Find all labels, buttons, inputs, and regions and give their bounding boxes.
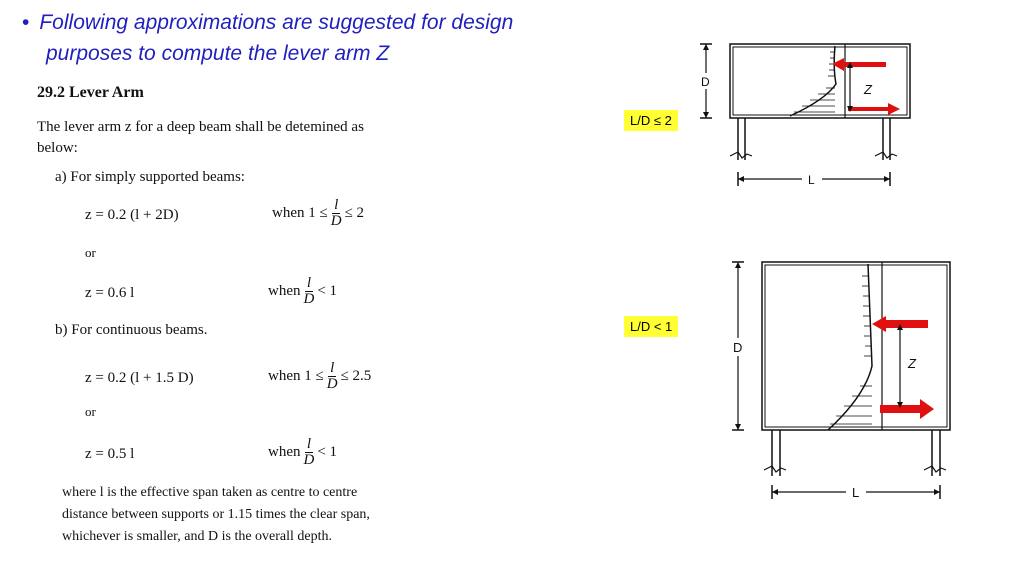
compression-arrow: [832, 58, 886, 71]
fraction-numerator: l: [332, 197, 341, 214]
support-break: [763, 465, 787, 473]
case-b-heading: b) For continuous beams.: [55, 322, 208, 338]
limit-text: ≤ 2.5: [340, 368, 372, 384]
fraction-denominator: D: [330, 213, 342, 229]
support-break: [923, 465, 947, 473]
bullet-marker: •: [22, 11, 30, 34]
or-text: or: [85, 245, 96, 260]
intro-line2: below:: [37, 140, 78, 156]
deep-beam-diagram-top: D L Z: [696, 43, 911, 187]
limit-text: < 1: [317, 283, 338, 299]
bullet-point: • Following approximations are suggested …: [22, 11, 513, 35]
footnote-line1: where l is the effective span taken as c…: [62, 485, 358, 500]
ratio-label-bottom: L/D < 1: [624, 316, 679, 337]
lever-arm-label: Z: [907, 356, 917, 371]
deep-beam-diagram-bottom: D L Z: [728, 261, 951, 500]
support-break: [874, 151, 898, 159]
when-text: when 1 ≤: [268, 368, 324, 384]
depth-label: D: [733, 340, 742, 355]
case-b-equation-2: z = 0.5 l: [85, 446, 135, 462]
when-text: when: [268, 444, 301, 460]
fraction-numerator: l: [304, 275, 313, 292]
stress-distribution: [827, 263, 873, 431]
beam-outline-inner: [764, 264, 948, 428]
limit-text: ≤ 2: [344, 205, 365, 221]
fraction-denominator: D: [303, 291, 315, 307]
when-text: when 1 ≤: [272, 205, 328, 221]
tension-arrow: [880, 399, 934, 419]
limit-text: < 1: [317, 444, 338, 460]
when-text: when: [268, 283, 301, 299]
case-a-equation-2: z = 0.6 l: [85, 285, 135, 301]
intro-line1: The lever arm z for a deep beam shall be…: [37, 119, 364, 135]
fraction-denominator: D: [326, 376, 338, 392]
or-text: or: [85, 404, 96, 419]
lever-arm-label: Z: [863, 82, 873, 97]
stress-distribution: [789, 45, 837, 117]
case-b-equation-1: z = 0.2 (l + 1.5 D): [85, 370, 194, 386]
bullet-text-line1: Following approximations are suggested f…: [39, 11, 514, 34]
footnote-line3: whichever is smaller, and D is the overa…: [62, 529, 333, 544]
beam-outline-inner: [732, 46, 908, 116]
depth-label: D: [701, 75, 710, 89]
beam-outline: [729, 43, 911, 119]
span-label: L: [852, 485, 859, 500]
fraction-numerator: l: [304, 436, 313, 453]
bullet-text-line2: purposes to compute the lever arm Z: [46, 42, 390, 65]
tension-arrow: [848, 103, 900, 115]
beam-outline: [761, 261, 951, 431]
span-label: L: [808, 173, 815, 187]
case-a-heading: a) For simply supported beams:: [55, 169, 245, 185]
fraction-numerator: l: [328, 360, 337, 377]
footnote-line2: distance between supports or 1.15 times …: [62, 507, 370, 522]
section-heading: 29.2 Lever Arm: [37, 84, 144, 101]
fraction-denominator: D: [303, 452, 315, 468]
support-break: [729, 151, 753, 159]
ratio-label-top: L/D ≤ 2: [624, 110, 678, 131]
case-a-equation-1: z = 0.2 (l + 2D): [85, 207, 179, 223]
